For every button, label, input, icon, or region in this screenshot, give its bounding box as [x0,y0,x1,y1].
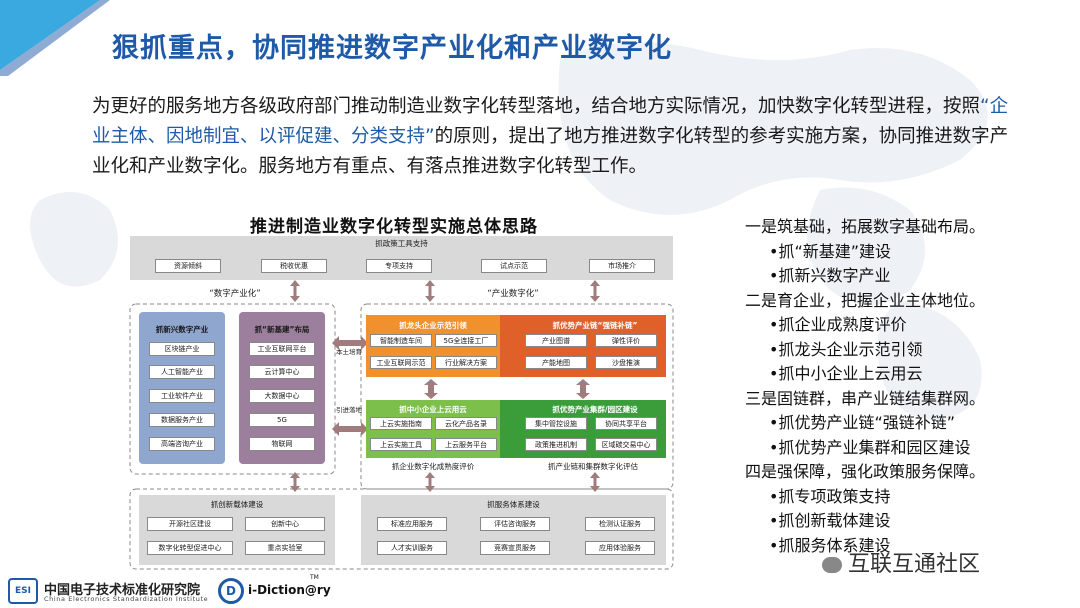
leader-item: 行业解决方案 [435,356,497,369]
summary-list: 一是筑基础，拓展数字基础布局。 •抓“新基建”建设 •抓新兴数字产业 二是育企业… [745,215,1080,558]
summary-sub: •抓优势产业集群和园区建设 [769,437,971,457]
new-infra-item: 5G [249,413,315,427]
esi-logo: ESI [8,578,38,604]
carrier-header: 抓创新载体建设 [210,500,264,509]
chain-header: 抓优势产业链“强链补链” [552,321,638,330]
cluster-item: 集中管控设施 [525,417,587,430]
new-infra-item: 云计算中心 [249,365,315,379]
new-infra-item: 物联网 [249,437,315,451]
new-industry-item: 区块链产业 [149,342,215,356]
summary-sub: •抓创新载体建设 [769,511,891,530]
new-infra-item: 工业互联网平台 [249,342,315,356]
summary-main-1: 一是筑基础，拓展数字基础布局。 [745,217,986,236]
service-item: 竞赛宣贯服务 [480,541,550,555]
carrier-item: 重点实验室 [245,541,325,555]
watermark: 互联互通社区 [822,546,980,578]
brand-name: i-Diction@ry [248,583,331,597]
chain-item: 产能地图 [525,356,587,369]
sme-item: 上云实施工具 [370,438,432,451]
summary-sub: •抓优势产业链“强链补链” [769,413,956,432]
diagram-title: 推进制造业数字化转型实施总体思路 [250,217,538,237]
summary-sub: •抓龙头企业示范引领 [769,339,923,359]
policy-item: 试点示范 [481,259,547,273]
cluster-footer: 抓产业链和集群数字化评估 [548,462,638,471]
new-industry-item: 数据服务产业 [149,413,215,427]
digital-industrialization-label: “数字产业化” [209,289,261,299]
summary-main-4: 四是强保障，强化政策服务保障。 [745,462,986,481]
carrier-item: 开源社区建设 [147,517,233,531]
new-industry-item: 工业软件产业 [149,389,215,403]
leader-header: 抓龙头企业示范引领 [399,321,467,330]
summary-sub: •抓新兴数字产业 [769,266,891,285]
org-name-en: China Electronics Standardization Instit… [44,595,209,603]
leader-item: 工业互联网示范 [370,356,432,369]
org-name-cn: 中国电子技术标准化研究院 [44,583,201,598]
leader-item: 5G全连接工厂 [435,334,497,347]
sme-header: 抓中小企业上云用云 [399,405,467,414]
carrier-item: 创新中心 [245,517,325,531]
policy-header: 抓政策工具支持 [375,239,428,248]
chain-item: 弹性评价 [595,334,657,347]
service-item: 标准应用服务 [377,517,447,531]
link-introduce: 引进落地 [336,406,362,414]
cluster-item: 区域碳交易中心 [595,438,657,451]
wechat-icon [822,557,842,573]
summary-sub: •抓“新基建”建设 [769,241,892,261]
intro-principles: “企业主体、因地制宜、以评促建、分类支持” [92,96,1009,147]
intro-text-2: 的原则，提出了地方推进数字化转型的参考实施方案，协同推进数字产业化和产业数字化。… [92,126,1009,177]
trademark: TM [310,574,319,581]
sme-item: 上云实施指南 [370,417,432,430]
sme-item: 云化产品名录 [435,417,497,430]
page-title: 狠抓重点，协同推进数字产业化和产业数字化 [112,33,672,64]
leader-item: 智能制造车间 [370,334,432,347]
summary-sub: •抓服务体系建设 [769,535,891,555]
policy-item: 市场推介 [589,259,655,273]
chain-item: 沙盘推演 [595,356,657,369]
sme-footer: 抓企业数字化成熟度评价 [391,462,475,471]
policy-item: 税收优惠 [261,259,327,273]
summary-main-2: 二是育企业，把握企业主体地位。 [745,290,986,310]
service-item: 评估咨询服务 [480,517,550,531]
new-industry-header: 抓新兴数字产业 [155,325,209,334]
summary-main-3: 三是固链群，串产业链结集群网。 [745,388,986,408]
service-header: 抓服务体系建设 [487,500,540,509]
policy-item: 专项支持 [366,259,432,273]
summary-sub: •抓企业成熟度评价 [769,315,907,334]
corner-accent [0,0,110,76]
summary-sub: •抓专项政策支持 [769,486,891,506]
service-item: 应用体验服务 [585,541,655,555]
intro-paragraph: 为更好的服务地方各级政府部门推动制造业数字化转型落地，结合地方实际情况，加快数字… [92,92,1012,182]
carrier-item: 数字化转型促进中心 [147,541,233,555]
diagram-connectors [129,280,674,570]
idictionary-logo: D [218,578,244,604]
policy-item: 资源倾斜 [155,259,221,273]
link-local-cultivation: 本土培育 [336,348,362,356]
new-infra-item: 大数据中心 [249,389,315,403]
cluster-header: 抓优势产业集群/园区建设 [552,405,638,414]
watermark-text: 互联互通社区 [848,552,981,577]
new-industry-item: 高端咨询产业 [149,437,215,451]
service-item: 人才实训服务 [377,541,447,555]
chain-item: 产业图谱 [525,334,587,347]
framework-diagram: 抓政策工具支持 资源倾斜 税收优惠 专项支持 试点示范 市场推介 “数字产业化”… [125,232,675,572]
new-infra-header: 抓“新基建”布局 [254,325,310,334]
cluster-item: 政策推进机制 [525,438,587,451]
intro-text-1: 为更好的服务地方各级政府部门推动制造业数字化转型落地，结合地方实际情况，加快数字… [92,96,981,117]
industrial-digitalization-label: “产业数字化” [487,289,539,299]
service-item: 检测认证服务 [585,517,655,531]
summary-sub: •抓中小企业上云用云 [769,364,923,383]
new-industry-item: 人工智能产业 [149,365,215,379]
cluster-item: 协同共享平台 [595,417,657,430]
sme-item: 上云服务平台 [435,438,497,451]
